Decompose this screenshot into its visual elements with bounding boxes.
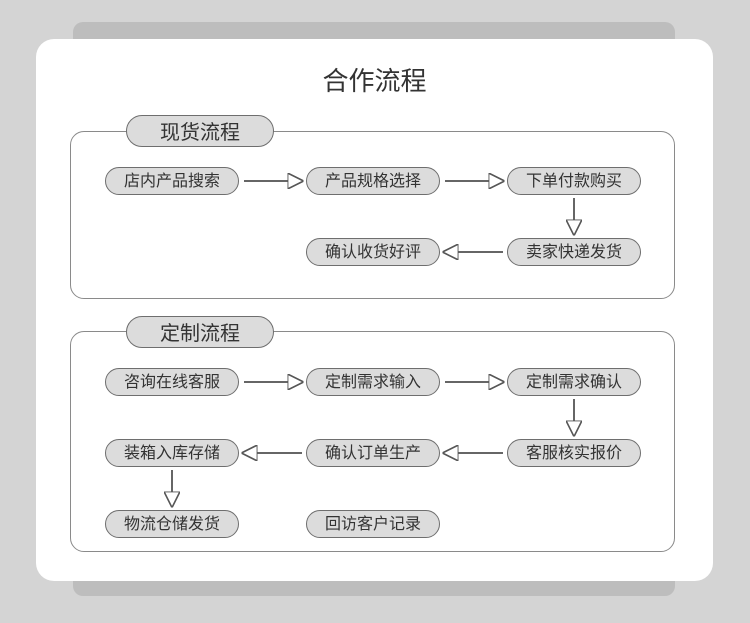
step-input-requirements: 定制需求输入: [306, 368, 440, 396]
step-seller-ship: 卖家快递发货: [507, 238, 641, 266]
step-select-spec: 产品规格选择: [306, 167, 440, 195]
step-confirm-requirements: 定制需求确认: [507, 368, 641, 396]
flow-arrows: [36, 39, 713, 581]
step-consult-service: 咨询在线客服: [105, 368, 239, 396]
custom-process-label: 定制流程: [126, 316, 274, 348]
step-follow-up: 回访客户记录: [306, 510, 440, 538]
step-confirm-review: 确认收货好评: [306, 238, 440, 266]
page-title: 合作流程: [322, 67, 427, 97]
step-logistics-ship: 物流仓储发货: [105, 510, 239, 538]
custom-process-section: [70, 331, 675, 552]
step-place-order: 下单付款购买: [507, 167, 641, 195]
step-verify-quote: 客服核实报价: [507, 439, 641, 467]
step-confirm-production: 确认订单生产: [306, 439, 440, 467]
stock-process-section: [70, 131, 675, 299]
stock-process-label: 现货流程: [126, 115, 274, 147]
step-pack-storage: 装箱入库存储: [105, 439, 239, 467]
process-card: 合作流程 现货流程 店内产品搜索 产品规格选择 下单付款购买 卖家快递发货 确认…: [36, 39, 713, 581]
step-search-products: 店内产品搜索: [105, 167, 239, 195]
